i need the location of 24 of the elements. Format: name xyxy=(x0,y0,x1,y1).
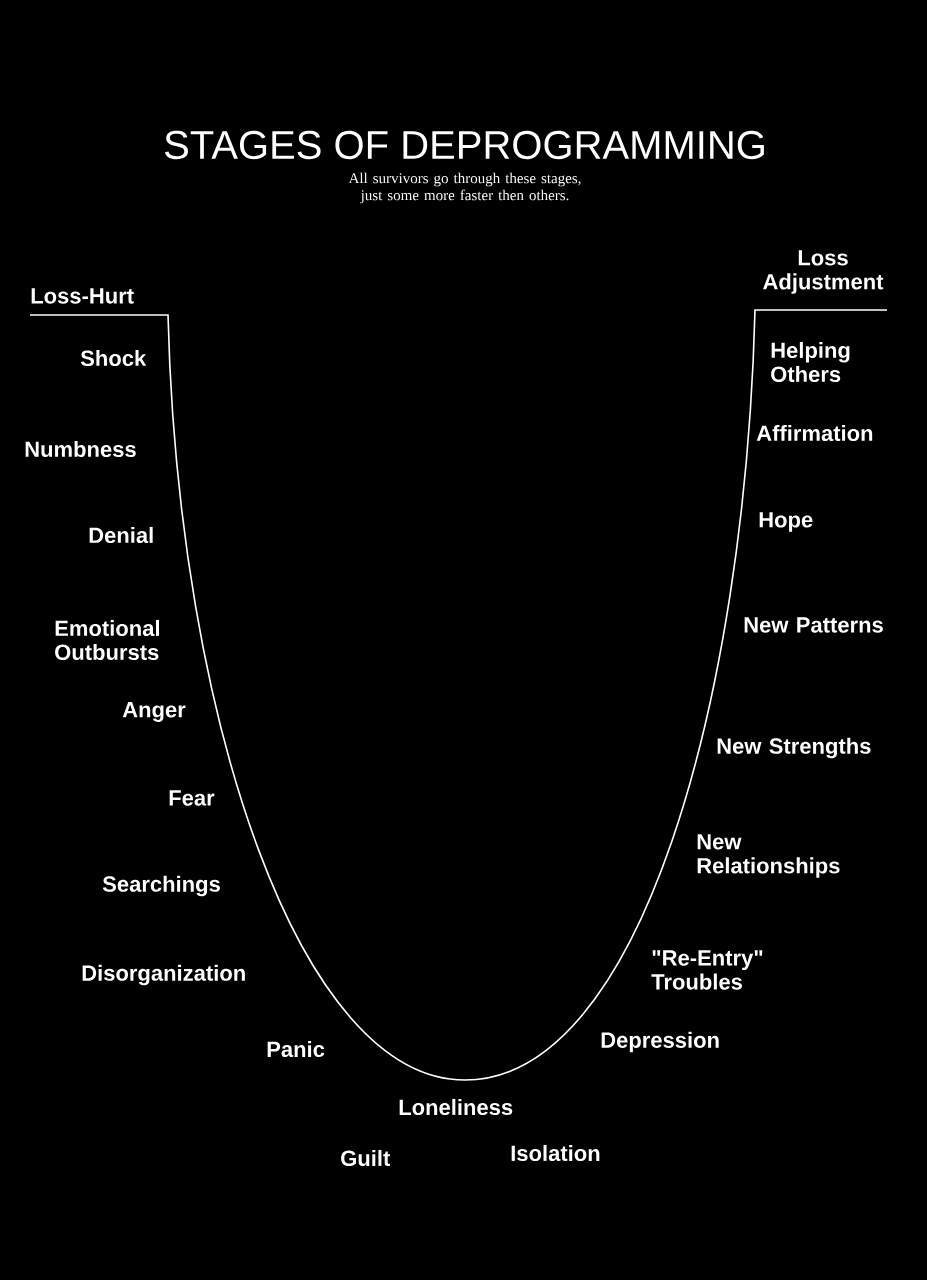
stage-label: Isolation xyxy=(511,1144,600,1162)
stage-label: "Re-Entry" Troubles xyxy=(651,950,763,990)
stage-label: Emotional Outbursts xyxy=(55,619,159,661)
stage-label: Panic xyxy=(267,1040,325,1058)
stage-label: Numbness xyxy=(25,440,136,458)
stage-label: Loss-Hurt xyxy=(31,288,134,304)
stage-label: Anger xyxy=(122,702,186,722)
stage-label: Guilt xyxy=(341,1149,391,1167)
stage-label: Depression xyxy=(601,1031,719,1053)
title: STAGES OF DEPROGRAMMING xyxy=(164,130,764,160)
stage-label: Loneliness xyxy=(399,1098,513,1116)
stage-label: Fear xyxy=(169,790,215,806)
stage-label: New Patterns xyxy=(744,617,883,633)
stage-label: Loss Adjustment xyxy=(763,250,884,294)
stage-label: Hope xyxy=(759,512,813,532)
stage-label: Denial xyxy=(89,526,153,544)
stage-label: New Strengths xyxy=(717,737,871,759)
subtitle: All survivors go through these stages, just some more faster then others. xyxy=(348,172,581,204)
stage-label: Disorganization xyxy=(82,964,245,986)
stage-label: Shock xyxy=(80,349,147,367)
stage-label: New Relationships xyxy=(697,834,840,878)
stage-label: Affirmation xyxy=(756,424,873,442)
stage-label: Searchings xyxy=(102,875,220,897)
stage-label: Helping Others xyxy=(771,341,850,383)
